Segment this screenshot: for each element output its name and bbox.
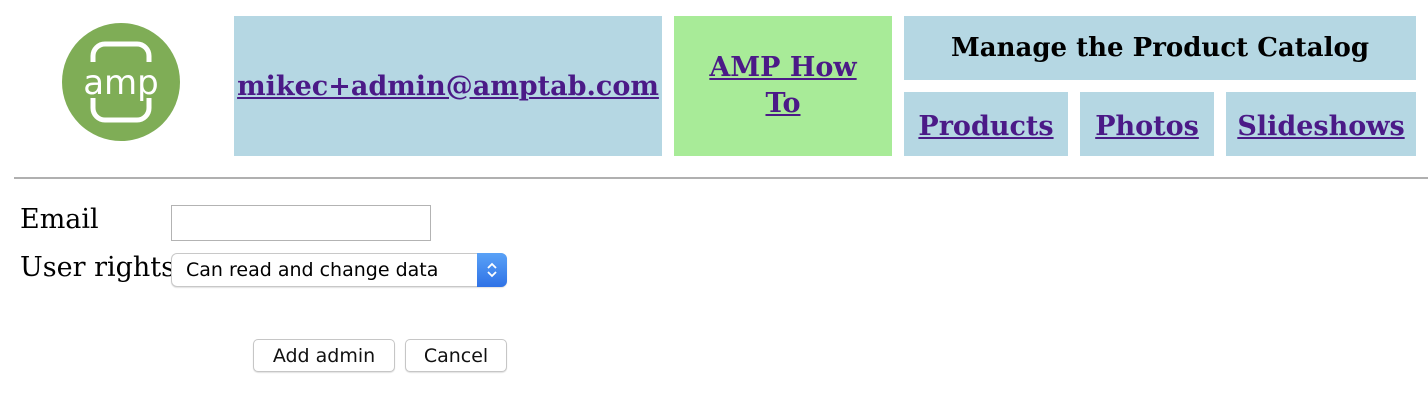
user-rights-selected-value: Can read and change data: [186, 259, 439, 281]
how-to-link[interactable]: AMP How To: [709, 52, 857, 119]
user-rights-label: User rights: [20, 252, 175, 283]
chevron-up-down-icon[interactable]: [477, 253, 507, 287]
catalog-title-cell: Manage the Product Catalog: [904, 16, 1416, 80]
logo-text: amp: [83, 63, 159, 103]
cancel-button[interactable]: Cancel: [405, 339, 507, 372]
add-admin-button[interactable]: Add admin: [253, 339, 395, 372]
email-label: Email: [20, 204, 99, 235]
nav-photos-cell: Photos: [1080, 92, 1214, 156]
user-rights-select[interactable]: Can read and change data: [171, 253, 507, 287]
how-to-cell: AMP How To: [674, 16, 892, 156]
nav-slideshows-cell: Slideshows: [1226, 92, 1416, 156]
nav-slideshows-link[interactable]: Slideshows: [1237, 110, 1405, 142]
nav-photos-link[interactable]: Photos: [1095, 110, 1199, 142]
catalog-title: Manage the Product Catalog: [950, 33, 1370, 63]
email-input[interactable]: [171, 205, 431, 241]
header-divider: [14, 177, 1428, 179]
user-email-link[interactable]: mikec+admin@amptab.com: [237, 70, 659, 102]
amp-logo-icon: amp: [60, 22, 182, 142]
nav-products-link[interactable]: Products: [918, 110, 1054, 142]
user-email-cell: mikec+admin@amptab.com: [234, 16, 662, 156]
nav-products-cell: Products: [904, 92, 1068, 156]
